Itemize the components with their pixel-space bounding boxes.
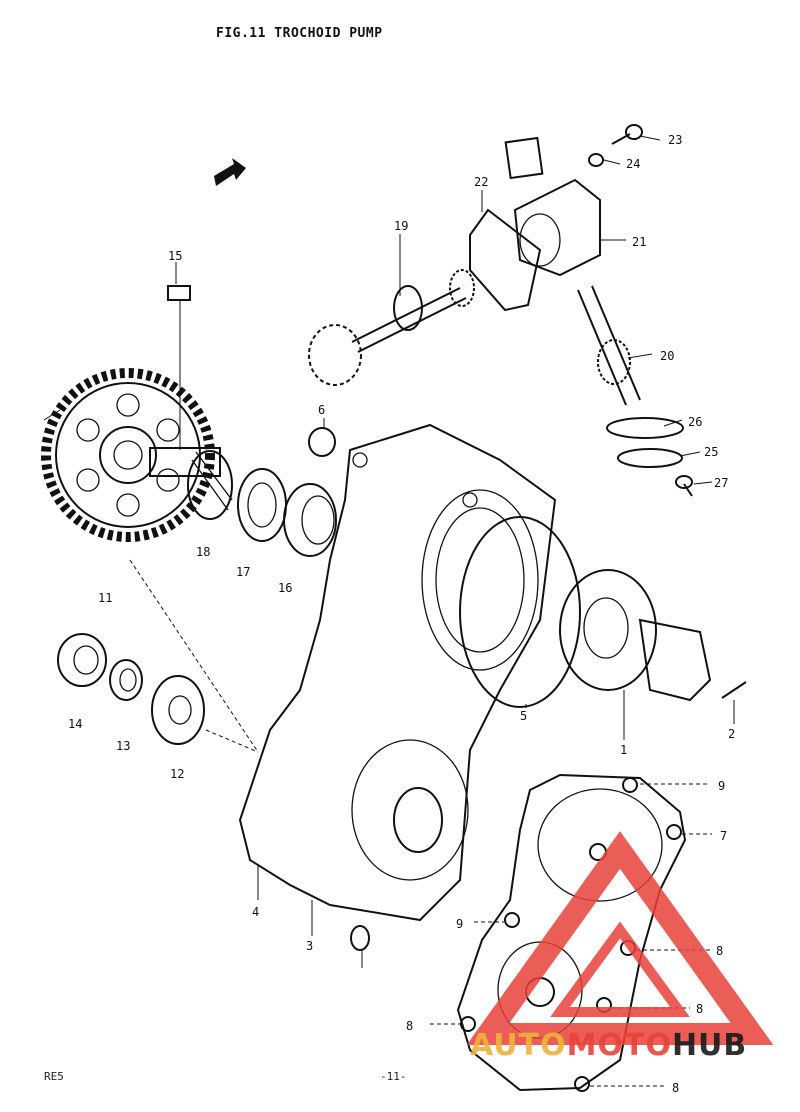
label-7: 7 xyxy=(720,829,727,843)
key-15 xyxy=(167,285,191,301)
direction-arrow-icon xyxy=(214,158,246,186)
label-16: 16 xyxy=(278,581,292,595)
page-number: -11- xyxy=(380,1070,407,1083)
label-8-c: 8 xyxy=(406,1019,413,1033)
shim-26 xyxy=(606,417,684,439)
label-8-b: 8 xyxy=(696,1002,703,1016)
label-13: 13 xyxy=(116,739,130,753)
label-23: 23 xyxy=(668,133,682,147)
label-19: 19 xyxy=(394,219,408,233)
large-gear-11 xyxy=(41,368,215,542)
label-8-d: 8 xyxy=(672,1081,679,1095)
bolt-27 xyxy=(675,475,693,497)
shaft-gear-18 xyxy=(149,447,233,520)
nut-14 xyxy=(57,633,107,687)
label-3: 3 xyxy=(306,939,313,953)
label-8-a: 8 xyxy=(716,944,723,958)
rotor-assembly-1 xyxy=(559,569,712,702)
label-4: 4 xyxy=(252,905,259,919)
driven-gear-20 xyxy=(577,285,641,406)
label-22: 22 xyxy=(474,175,488,189)
gasket-22 xyxy=(469,208,542,312)
o-ring-5 xyxy=(459,516,581,708)
watermark-hub: HUB xyxy=(671,1028,748,1063)
figure-title: FIG.11 TROCHOID PUMP xyxy=(216,26,383,41)
watermark-auto: AUTO xyxy=(470,1028,567,1063)
footer-code: RE5 xyxy=(44,1070,64,1083)
collar-6 xyxy=(308,427,336,457)
leader-lines xyxy=(43,135,735,1087)
label-14: 14 xyxy=(68,717,82,731)
dowel-3 xyxy=(350,925,370,951)
gear-housing-21 xyxy=(504,136,601,277)
label-11: 11 xyxy=(98,591,112,605)
label-9-top: 9 xyxy=(718,779,725,793)
gasket-25 xyxy=(617,448,683,468)
bushing-16 xyxy=(283,483,337,557)
label-15: 15 xyxy=(168,249,182,263)
label-12: 12 xyxy=(170,767,184,781)
label-2: 2 xyxy=(728,727,735,741)
label-9-left: 9 xyxy=(456,917,463,931)
label-25: 25 xyxy=(704,445,718,459)
label-27: 27 xyxy=(714,476,728,490)
automotohub-logo xyxy=(466,831,774,1045)
washer-13 xyxy=(109,659,143,701)
pump-case-4 xyxy=(238,423,557,922)
screw-23 xyxy=(611,124,643,145)
bearing-17 xyxy=(237,468,287,542)
label-20: 20 xyxy=(660,349,674,363)
washer-12 xyxy=(151,675,205,745)
label-26: 26 xyxy=(688,415,702,429)
label-18: 18 xyxy=(196,545,210,559)
label-24: 24 xyxy=(626,157,640,171)
label-1: 1 xyxy=(620,743,627,757)
label-5: 5 xyxy=(520,709,527,723)
label-6: 6 xyxy=(318,403,325,417)
watermark-brand: AUTOMOTOHUB xyxy=(470,1028,747,1063)
watermark-moto: MOTO xyxy=(566,1028,672,1063)
label-21: 21 xyxy=(632,235,646,249)
pin-2 xyxy=(721,681,747,699)
drive-shaft-19 xyxy=(308,269,475,386)
label-17: 17 xyxy=(236,565,250,579)
washer-24 xyxy=(588,153,604,167)
